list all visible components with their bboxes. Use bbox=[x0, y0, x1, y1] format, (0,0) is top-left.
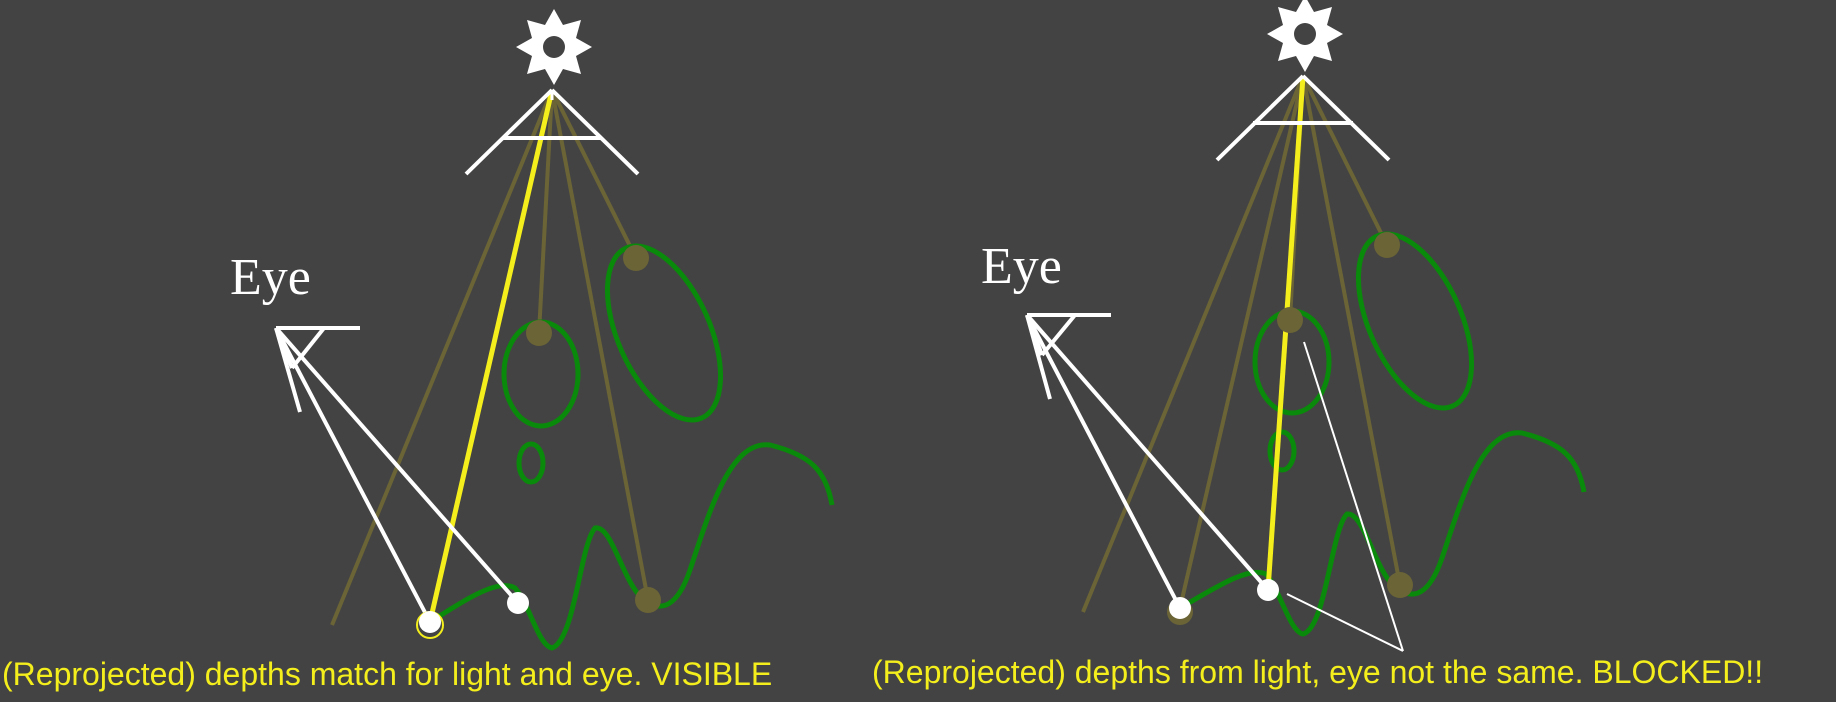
ground-surface-curve bbox=[1178, 430, 1587, 637]
sun-icon bbox=[516, 9, 592, 85]
caption-blocked: (Reprojected) depths from light, eye not… bbox=[872, 654, 1763, 690]
light-ray-outer bbox=[330, 89, 554, 626]
eye-frustum-icon bbox=[274, 326, 360, 413]
eye-rays bbox=[274, 326, 520, 623]
light-ray-to-surface bbox=[550, 89, 650, 601]
eye-label: Eye bbox=[230, 249, 311, 306]
panel-visible: Eye (Reprojected) depths match for light… bbox=[2, 9, 835, 692]
second-eye-point bbox=[507, 592, 529, 614]
light-ray-to-ground bbox=[1178, 75, 1305, 609]
eye-ray-to-second-point bbox=[274, 326, 520, 605]
occluder-ellipse-small bbox=[1267, 429, 1297, 473]
light-rays bbox=[1081, 75, 1402, 613]
depth-point-tilted-ellipse bbox=[1374, 232, 1400, 258]
eye-rays bbox=[1025, 313, 1270, 609]
light-frustum-icon bbox=[1215, 74, 1391, 162]
visible-point bbox=[419, 611, 441, 633]
occluder-ellipse-small bbox=[516, 441, 546, 485]
caption-visible: (Reprojected) depths match for light and… bbox=[2, 656, 772, 692]
highlight-light-ray bbox=[1265, 75, 1306, 591]
depth-point-medium-ellipse bbox=[1277, 307, 1303, 333]
occluder-ellipse-tilted bbox=[1355, 231, 1475, 411]
ground-eye-point bbox=[1169, 597, 1191, 619]
light-rays bbox=[330, 89, 650, 626]
depth-point-medium-ellipse bbox=[526, 320, 552, 346]
eye-ray-to-ground-point bbox=[1025, 314, 1182, 609]
light-ray-outer bbox=[1081, 75, 1305, 613]
occluder-ellipse-tilted bbox=[604, 243, 724, 423]
scene-surfaces bbox=[428, 243, 835, 651]
light-ray-to-surface bbox=[1301, 75, 1402, 586]
scene-surfaces bbox=[1178, 231, 1587, 637]
eye-frustum-icon bbox=[1025, 313, 1111, 400]
depth-point-surface bbox=[1387, 572, 1413, 598]
light-ray-to-tilted-ellipse bbox=[550, 89, 638, 259]
eye-ray-to-blocked-point bbox=[1025, 313, 1270, 592]
depth-point-tilted-ellipse bbox=[623, 245, 649, 271]
light-depth-points bbox=[526, 245, 661, 613]
blocked-point bbox=[1257, 579, 1279, 601]
depth-point-surface bbox=[635, 587, 661, 613]
light-frustum-icon bbox=[464, 88, 640, 176]
ground-surface-curve bbox=[428, 442, 835, 651]
highlight-light-ray bbox=[427, 89, 555, 623]
light-ray-to-small-ellipse bbox=[537, 89, 554, 334]
panel-blocked: Eye (Reprojected) depths from light, eye… bbox=[872, 0, 1763, 690]
sun-icon bbox=[1267, 0, 1343, 72]
annotation-lines bbox=[1286, 341, 1404, 652]
eye-ray-to-visible-point bbox=[274, 327, 432, 623]
light-ray-to-tilted-ellipse bbox=[1301, 75, 1389, 246]
eye-label: Eye bbox=[981, 238, 1062, 295]
